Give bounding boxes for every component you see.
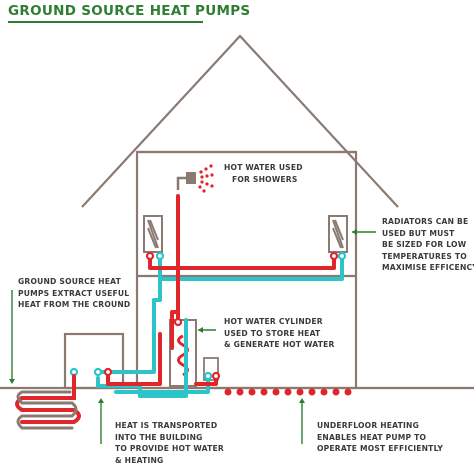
label-transport-line: HEAT IS TRANSPORTED xyxy=(115,421,218,430)
label-underfloor-line: UNDERFLOOR HEATING xyxy=(317,421,420,430)
hot-pipes xyxy=(106,194,336,386)
shower-droplets xyxy=(198,164,214,193)
pipe-caps xyxy=(69,251,347,381)
label-cylinder: HOT WATER CYLINDER USED TO STORE HEAT & … xyxy=(224,316,335,351)
label-underfloor-line: OPERATE MOST EFFICIENTLY xyxy=(317,444,444,454)
shower-head xyxy=(176,164,214,193)
title-underline xyxy=(8,21,203,23)
ground-loop xyxy=(15,374,81,430)
label-radiators-line: TEMPERATURES TO xyxy=(382,251,467,261)
label-underfloor-line: ENABLES HEAT PUMP TO xyxy=(317,432,427,442)
house-roof xyxy=(81,34,399,208)
leader-lines xyxy=(9,229,376,444)
label-transport: HEAT IS TRANSPORTED INTO THE BUILDING TO… xyxy=(115,420,224,466)
radiator-right xyxy=(328,215,348,253)
label-cylinder-line: & GENERATE HOT WATER xyxy=(224,340,335,350)
label-showers: HOT WATER USED FOR SHOWERS xyxy=(224,162,303,185)
label-transport-line: INTO THE BUILDING xyxy=(115,432,203,442)
label-ground-line: PUMPS EXTRACT USEFUL xyxy=(18,288,130,298)
label-radiators: RADIATORS CAN BE USED BUT MUST BE SIZED … xyxy=(382,216,474,274)
label-transport-line: TO PROVIDE HOT WATER xyxy=(115,444,224,454)
label-radiators-line: MAXIMISE EFFICENCY xyxy=(382,263,474,273)
label-underfloor: UNDERFLOOR HEATING ENABLES HEAT PUMP TO … xyxy=(317,420,443,455)
label-ground: GROUND SOURCE HEAT PUMPS EXTRACT USEFUL … xyxy=(18,276,130,311)
label-radiators-line: USED BUT MUST xyxy=(382,228,455,238)
label-ground-line: GROUND SOURCE HEAT xyxy=(18,277,121,286)
label-ground-line: HEAT FROM THE CROUND xyxy=(18,300,131,310)
house-outline xyxy=(0,34,474,390)
label-transport-line: & HEATING xyxy=(115,455,164,465)
label-showers-line: FOR SHOWERS xyxy=(232,174,298,184)
label-showers-line: HOT WATER USED xyxy=(224,163,303,172)
underfloor-heating xyxy=(224,388,352,396)
heat-pump-unit xyxy=(63,332,125,390)
diagram-title: GROUND SOURCE HEAT PUMPS xyxy=(8,3,251,19)
label-radiators-line: BE SIZED FOR LOW xyxy=(382,240,467,250)
label-cylinder-line: USED TO STORE HEAT xyxy=(224,328,321,338)
radiator-left xyxy=(143,215,163,253)
label-cylinder-line: HOT WATER CYLINDER xyxy=(224,317,323,326)
label-radiators-line: RADIATORS CAN BE xyxy=(382,217,469,226)
